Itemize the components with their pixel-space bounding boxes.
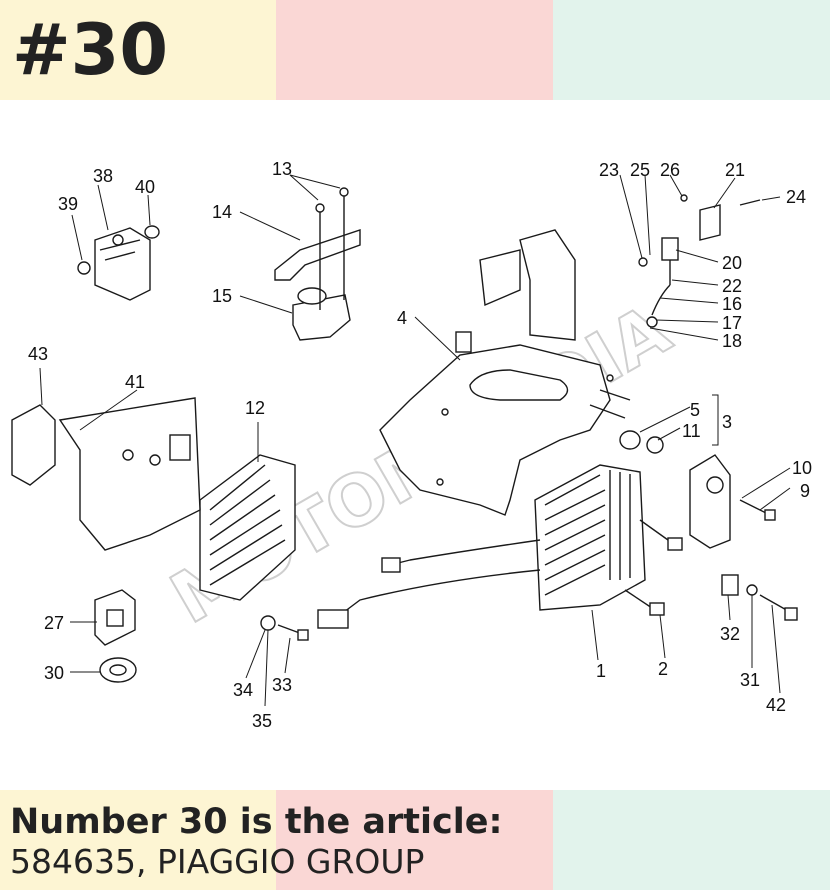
exploded-parts-diagram: MOTOMUNDIA (11, 159, 812, 731)
callout-31: 31 (740, 670, 760, 690)
callout-32: 32 (720, 624, 740, 644)
callout-17: 17 (722, 313, 742, 333)
callout-41: 41 (125, 372, 145, 392)
callout-18: 18 (722, 331, 742, 351)
header-band-mint (553, 0, 830, 100)
part-2-screws (624, 519, 683, 616)
header-band (0, 0, 830, 100)
part-38-bracket (77, 225, 160, 301)
footer-band-pink (276, 790, 553, 890)
caption-title: Number 30 is the article: (10, 802, 503, 842)
part-5-spacers (589, 389, 664, 454)
callout-21: 21 (725, 160, 745, 180)
callout-23: 23 (599, 160, 619, 180)
callout-14: 14 (212, 202, 232, 222)
callout-9: 9 (800, 481, 810, 501)
callout-2: 2 (658, 659, 668, 679)
part-14-bracket (274, 187, 361, 341)
callout-33: 33 (272, 675, 292, 695)
part-4-mounting-plate (379, 229, 614, 516)
article-number-heading: #30 (12, 9, 169, 91)
callout-12: 12 (245, 398, 265, 418)
header-band-pink (276, 0, 553, 100)
part-27-bracket (94, 589, 137, 683)
callout-20: 20 (722, 253, 742, 273)
callout-3: 3 (722, 412, 732, 432)
callout-13: 13 (272, 159, 292, 179)
callout-1: 1 (596, 661, 606, 681)
callout-34: 34 (233, 680, 253, 700)
part-10-clip (689, 454, 776, 549)
callout-35: 35 (252, 711, 272, 731)
callout-38: 38 (93, 166, 113, 186)
callout-4: 4 (397, 308, 407, 328)
callout-25: 25 (630, 160, 650, 180)
part-41-plate (11, 397, 201, 551)
callout-5: 5 (690, 400, 700, 420)
callout-15: 15 (212, 286, 232, 306)
callout-10: 10 (792, 458, 812, 478)
footer-band (0, 790, 830, 890)
caption-article: 584635, PIAGGIO GROUP (10, 842, 425, 881)
part-32-washer-bolt (721, 574, 798, 621)
footer-band-mint (553, 790, 830, 890)
callout-22: 22 (722, 276, 742, 296)
part-1-regulator (317, 464, 646, 629)
footer-band-yellow (0, 790, 276, 890)
callout-16: 16 (722, 294, 742, 314)
part-20-sensor (638, 194, 761, 328)
callout-43: 43 (28, 344, 48, 364)
header-band-yellow (0, 0, 276, 100)
callout-39: 39 (58, 194, 78, 214)
callout-11: 11 (682, 421, 701, 441)
callout-40: 40 (135, 177, 155, 197)
leader-lines (39, 174, 791, 707)
callout-26: 26 (660, 160, 680, 180)
part-12-regulator-finned (199, 454, 296, 601)
callout-24: 24 (786, 187, 806, 207)
callout-30: 30 (44, 663, 64, 683)
callout-42: 42 (766, 695, 786, 715)
callout-27: 27 (44, 613, 64, 633)
callout-labels: 38 40 39 13 14 15 4 43 41 12 23 25 26 21… (28, 159, 812, 731)
